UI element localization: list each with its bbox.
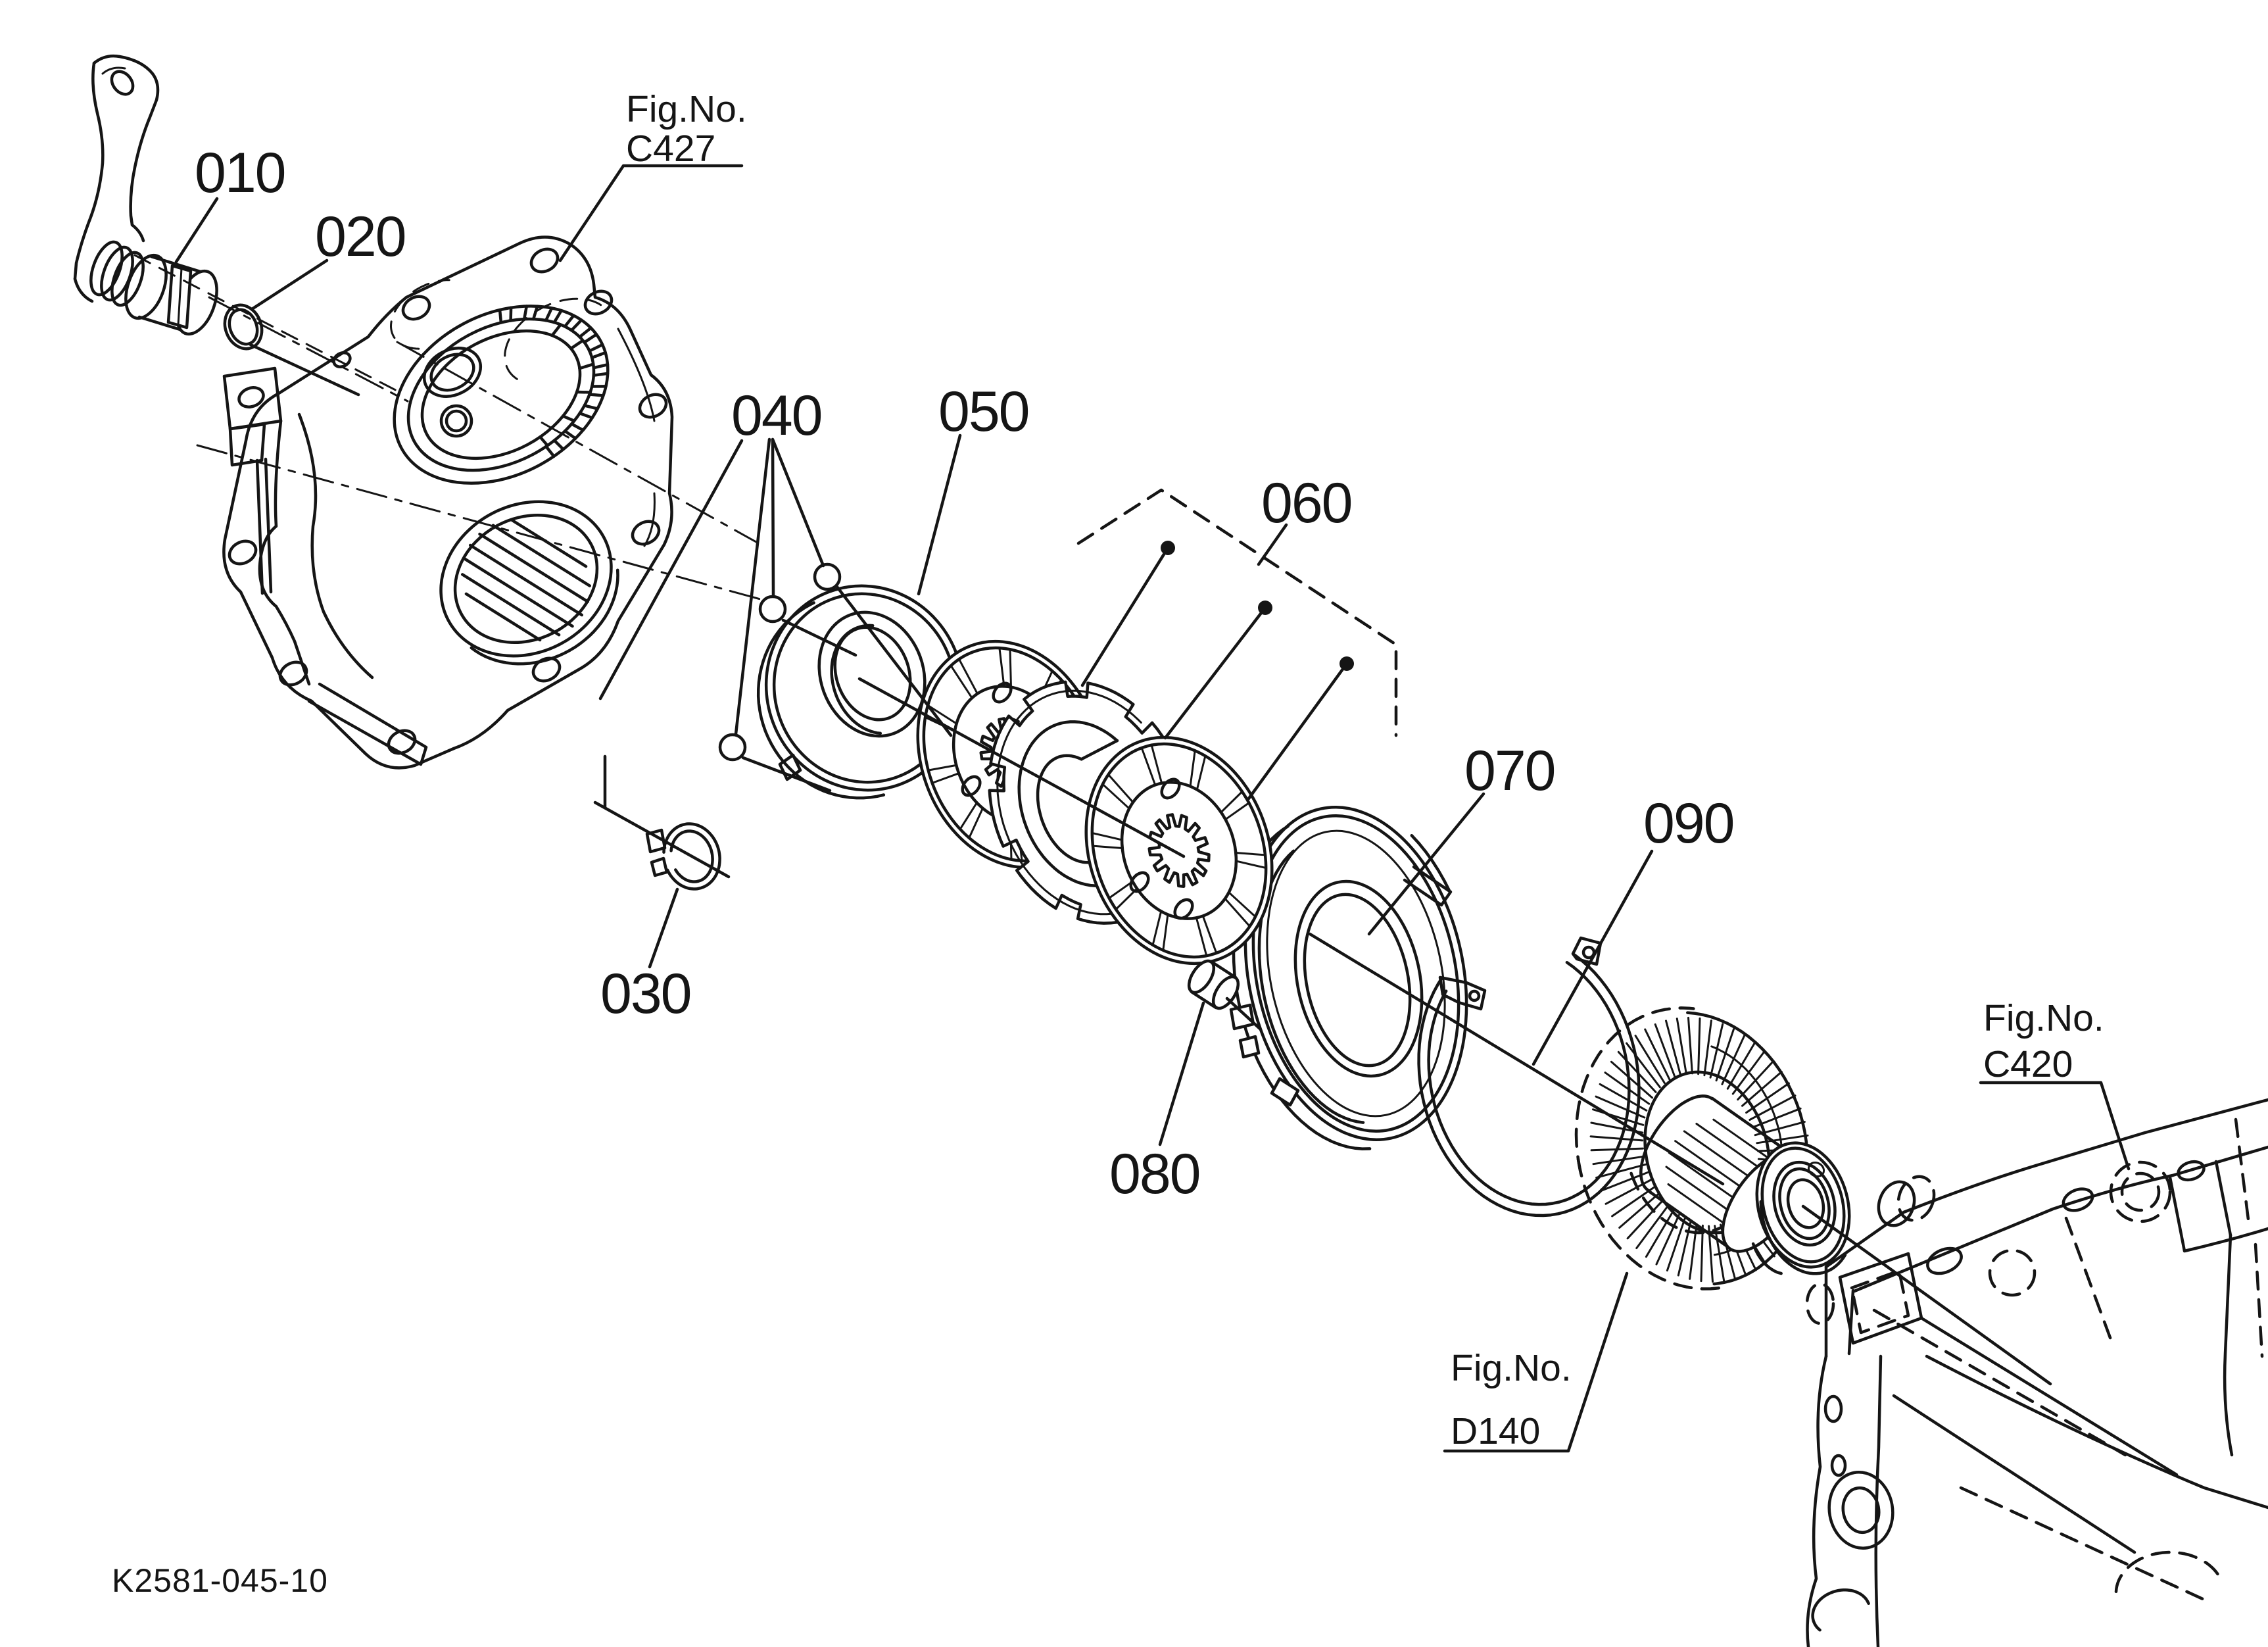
snap-ring-030	[645, 822, 721, 891]
o-ring-part	[223, 303, 264, 351]
axis-line-2	[857, 677, 1186, 858]
figref-c427-label: Fig.No.	[626, 88, 747, 130]
callout-020: 020	[315, 205, 406, 268]
brake-friction-disc-2	[1084, 735, 1274, 966]
leader-060-dots	[1080, 546, 1349, 800]
drawing-code: K2581-045-10	[112, 1562, 328, 1599]
callout-050: 050	[938, 380, 1029, 443]
leader-090	[1532, 849, 1654, 1066]
leader-010	[174, 197, 219, 264]
figref-d140-label: Fig.No.	[1451, 1347, 1572, 1389]
group-060-bracket	[1076, 488, 1398, 737]
leader-020b	[249, 343, 360, 397]
case-c420	[1805, 1098, 2268, 1647]
callout-070: 070	[1464, 739, 1555, 802]
callout-labels: 010 020 030 040 050 060 070 080 090	[195, 141, 1735, 1206]
anchor-pin-080	[1187, 959, 1240, 1010]
axis-line-1	[593, 800, 731, 879]
callout-040: 040	[731, 384, 822, 447]
figref-c420-label: Fig.No.	[1983, 997, 2104, 1039]
leader-030	[648, 887, 679, 969]
figref-d140-leader	[1443, 1271, 1629, 1453]
pin-seat-line	[1225, 996, 1263, 1031]
axis-line-4	[1801, 1204, 2052, 1386]
callout-060: 060	[1261, 472, 1352, 535]
figref-c420-number: C420	[1983, 1043, 2073, 1085]
figref-d140-number: D140	[1451, 1410, 1540, 1452]
axis-line-3	[1308, 932, 1725, 1186]
callout-090: 090	[1643, 792, 1734, 855]
leader-050	[917, 433, 962, 596]
figure-reference-labels: Fig.No. C427 Fig.No. C420 Fig.No. D140	[626, 88, 2104, 1452]
figref-c420-leader	[1979, 1081, 2131, 1171]
leader-080	[1158, 1001, 1205, 1146]
leader-070	[1367, 792, 1485, 936]
leader-020	[250, 258, 329, 311]
snap-ring-090	[1417, 936, 1641, 1217]
steel-balls-040	[718, 562, 842, 762]
callout-030: 030	[600, 962, 691, 1025]
housing-upper-bore	[393, 305, 610, 485]
leader-lines	[174, 164, 2131, 1453]
group-060-dots	[1161, 541, 1354, 671]
flange-bolt-holes	[228, 247, 668, 755]
figref-c427-leader	[558, 164, 744, 262]
leader-040	[598, 437, 825, 736]
callout-080: 080	[1109, 1143, 1200, 1206]
figref-c427-number: C427	[626, 128, 715, 170]
callout-010: 010	[195, 141, 285, 205]
leader-040-seats	[741, 584, 953, 793]
housing-lower-bore	[439, 500, 619, 666]
housing-c427	[133, 235, 764, 810]
